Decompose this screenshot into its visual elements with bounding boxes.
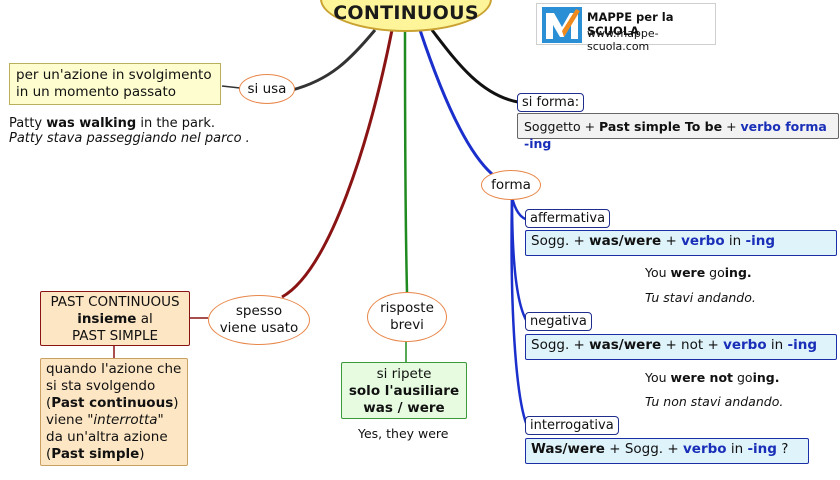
past-continuous-line3: PAST SIMPLE (71, 328, 158, 344)
affermativa-f4: verbo (681, 233, 725, 249)
negativa-translation: Tu non stavi andando. (645, 394, 784, 409)
usage-description-line2: in un momento passato (16, 84, 177, 100)
interruption-line6-open: ( (46, 446, 52, 462)
interruption-line4: viene "interrotta" (46, 412, 182, 429)
connector-spesso (281, 29, 394, 299)
interrogativa-formula: Was/were + Sogg. + verbo in -ing ? (525, 438, 809, 464)
si-forma-label: si forma: (517, 93, 585, 112)
negativa-ex-mid: go (733, 370, 753, 385)
connector-si-usa (291, 29, 377, 92)
past-continuous-box: PAST CONTINUOUS insieme al PAST SIMPLE (40, 291, 190, 346)
usage-example-post: in the park. (136, 116, 216, 131)
affermativa-f6: -ing (745, 233, 776, 249)
usage-example-pre: Patty (9, 116, 47, 131)
interruption-line3: (Past continuous) (46, 395, 182, 412)
past-continuous-insieme: insieme (77, 311, 137, 327)
forma-node: forma (481, 170, 541, 200)
negativa-example: You were not going. (645, 370, 779, 386)
interruption-description: quando l'azione che si sta svolgendo (Pa… (40, 358, 188, 466)
connector-forma (418, 29, 493, 176)
affermativa-f2: was/were (589, 233, 662, 249)
negativa-f1: Sogg. + (531, 337, 590, 353)
forma-label: forma (491, 176, 531, 193)
affermativa-formula: Sogg. + was/were + verbo in -ing (525, 230, 837, 256)
logo-url: www.mappe-scuola.com (587, 27, 659, 53)
si-forma-formula: Soggetto + Past simple To be + verbo for… (517, 113, 839, 151)
interrogativa-f1: Was/were (531, 441, 605, 457)
negativa-ex-bold1: were not (670, 370, 734, 385)
interruption-line6-close: ) (139, 446, 145, 462)
short-answer-box: si ripete solo l'ausiliare was / were (341, 362, 467, 419)
negativa-f3: + not + (661, 337, 724, 353)
interrogativa-f5: -ing (747, 441, 777, 457)
logo-m-icon (542, 7, 582, 43)
past-continuous-line1: PAST CONTINUOUS (50, 294, 180, 310)
interruption-line2: si sta svolgendo (46, 378, 156, 394)
usage-translation: Patty stava passeggiando nel parco . (9, 131, 250, 146)
interrogativa-f3: verbo (682, 441, 727, 457)
interruption-line6-bold: Past simple (51, 446, 140, 462)
si-forma-formula-pre: Soggetto + (524, 119, 600, 134)
past-continuous-al: al (136, 311, 153, 327)
connector-risposte (403, 29, 409, 293)
si-forma-formula-bold: Past simple To be (599, 119, 723, 134)
negativa-f4: verbo (723, 337, 767, 353)
short-answer-example: Yes, they were (358, 426, 449, 441)
negativa-ex-pre: You (645, 370, 671, 385)
si-forma-formula-mid: + (722, 119, 741, 134)
negativa-ex-bold2: ing. (752, 370, 780, 385)
negativa-formula: Sogg. + was/were + not + verbo in -ing (525, 334, 837, 360)
interrogativa-label: interrogativa (525, 416, 619, 435)
interrogativa-f4: in (726, 441, 748, 457)
usage-description-line1: per un'azione in svolgimento (16, 67, 212, 83)
affermativa-ex-bold2: ing. (724, 265, 752, 280)
affermativa-label: affermativa (525, 209, 611, 228)
affermativa-f1: Sogg. + (531, 233, 590, 249)
past-continuous-line2: insieme al (41, 311, 189, 328)
interruption-line4-italic: "interrotta" (87, 412, 164, 428)
interrogativa-f6: ? (776, 441, 789, 457)
si-usa-label: si usa (247, 80, 287, 97)
affermativa-ex-mid: go (705, 265, 725, 280)
connector-interrogativa (510, 196, 530, 429)
logo-name: MAPPE per la SCUOLA (587, 10, 674, 38)
spesso-line1: spesso (235, 303, 283, 319)
affermativa-ex-bold1: were (670, 265, 706, 280)
interruption-line4-pre: viene (46, 412, 88, 428)
page-title: CONTINUOUS (333, 2, 479, 24)
connector-si-usa-desc (221, 85, 241, 89)
affermativa-f3: + (661, 233, 682, 249)
interruption-line3-bold: Past continuous (51, 395, 174, 411)
affermativa-ex-pre: You (645, 265, 671, 280)
negativa-f5: in (766, 337, 788, 353)
si-usa-node: si usa (239, 74, 295, 104)
interruption-line1: quando l'azione che (46, 361, 182, 377)
interruption-line3-close: ) (173, 395, 179, 411)
negativa-f2: was/were (589, 337, 662, 353)
interrogativa-f2: + Sogg. + (604, 441, 683, 457)
short-answer-line2: solo l'ausiliare (348, 383, 460, 399)
connector-si-forma (430, 29, 519, 104)
usage-description: per un'azione in svolgimento in un momen… (9, 63, 221, 105)
negativa-f6: -ing (787, 337, 818, 353)
affermativa-f5: in (724, 233, 746, 249)
interruption-line5: da un'altra azione (46, 429, 168, 445)
spesso-node: spesso viene usato (208, 295, 310, 345)
logo: MAPPE per la SCUOLA www.mappe-scuola.com (536, 3, 716, 53)
short-answer-line3: was / were (363, 400, 445, 416)
risposte-line1: risposte (380, 300, 434, 316)
usage-example-bold: was walking (46, 116, 137, 131)
affermativa-translation: Tu stavi andando. (645, 290, 756, 305)
interruption-line6: (Past simple) (46, 446, 182, 463)
short-answer-line1: si ripete (376, 366, 432, 382)
risposte-node: risposte brevi (367, 292, 447, 342)
si-forma-formula-blue: verbo forma -ing (524, 119, 827, 151)
usage-example: Patty was walking in the park. (9, 116, 215, 132)
spesso-line2: viene usato (219, 320, 299, 336)
interruption-line3-open: ( (46, 395, 52, 411)
risposte-line2: brevi (390, 317, 424, 333)
affermativa-example: You were going. (645, 265, 752, 281)
negativa-label: negativa (525, 312, 592, 331)
